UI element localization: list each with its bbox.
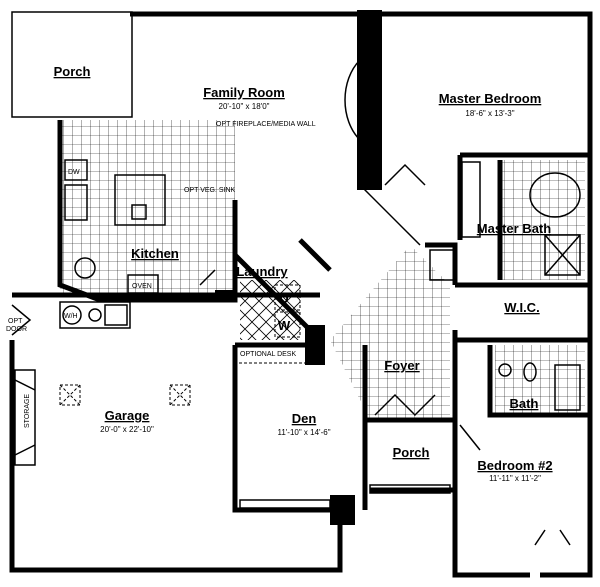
room-dims-family-room: 20'-10" x 18'0" [219, 102, 270, 111]
foyer-floor [330, 245, 450, 420]
master-bath-floor [500, 160, 585, 280]
room-label-porch-top: Porch [54, 64, 91, 79]
label-optional-desk: OPTIONAL DESK [240, 351, 296, 358]
room-label-family-room: Family Room [203, 85, 285, 100]
note-veg-sink: OPT VEG. SINK [184, 187, 236, 194]
room-dims-garage: 20'-0" x 22'-10" [100, 425, 154, 434]
room-label-den: Den [292, 411, 317, 426]
label-washer: W [278, 318, 291, 333]
label-oven: OVEN [132, 283, 152, 290]
room-label-foyer: Foyer [384, 358, 419, 373]
label-opt-door-1: OPT [8, 318, 23, 325]
label-dryer: D [279, 291, 288, 306]
doors [11, 163, 571, 546]
room-label-bedroom-2: Bedroom #2 [477, 458, 552, 473]
kitchen-floor [60, 120, 235, 295]
room-dims-master-bedroom: 18'-6" x 13'-3" [465, 109, 514, 118]
label-storage: STORAGE [24, 394, 31, 428]
label-dw: DW [68, 169, 80, 176]
walls [9, 10, 593, 578]
bath-floor [495, 345, 585, 415]
room-label-master-bath: Master Bath [477, 221, 551, 236]
room-label-wic: W.I.C. [504, 300, 539, 315]
room-label-master-bedroom: Master Bedroom [439, 91, 542, 106]
room-label-porch-front: Porch [393, 445, 430, 460]
label-wh: W/H [64, 313, 78, 320]
room-label-garage: Garage [105, 408, 150, 423]
room-label-kitchen: Kitchen [131, 246, 179, 261]
fixtures [14, 59, 581, 509]
room-label-laundry: Laundry [236, 264, 288, 279]
room-label-bath: Bath [510, 396, 539, 411]
room-dims-bedroom-2: 11'-11" x 11'-2" [489, 474, 541, 483]
label-opt-door-2: DOOR [6, 326, 27, 333]
note-fireplace: OPT FIREPLACE/MEDIA WALL [216, 121, 316, 128]
room-dims-den: 11'-10" x 14'-6" [277, 428, 330, 437]
